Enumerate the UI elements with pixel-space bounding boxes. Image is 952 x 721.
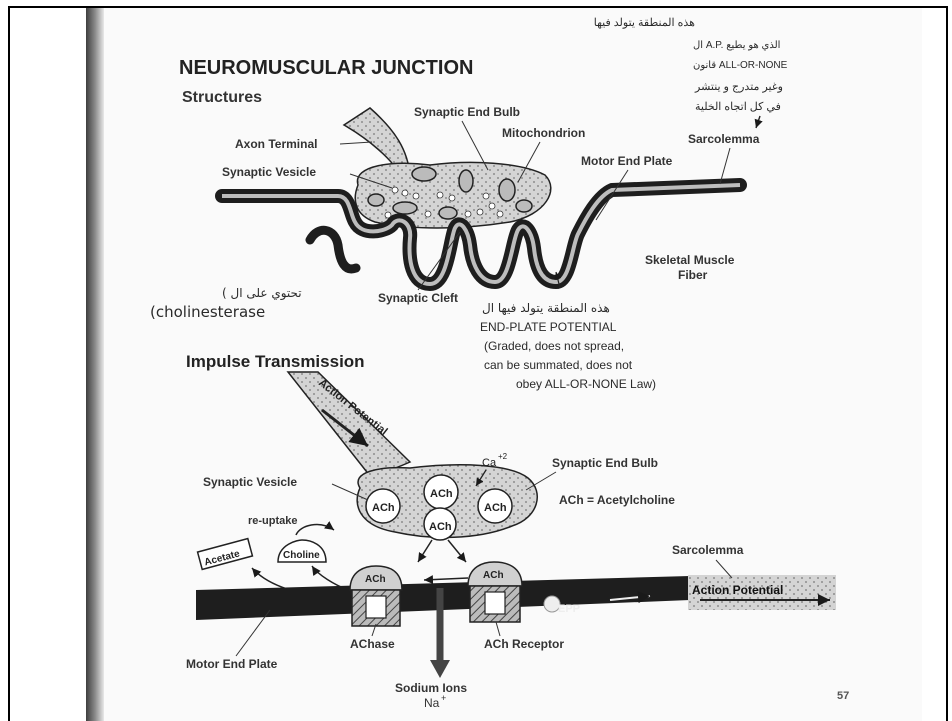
note-line: can be summated, does not [484, 358, 633, 372]
label-synaptic-end-bulb: Synaptic End Bulb [414, 105, 520, 119]
label-mitochondrion: Mitochondrion [502, 126, 585, 140]
label-ca: Ca [482, 457, 497, 469]
handwritten-epp-note: END-PLATE POTENTIAL (Graded, does not sp… [480, 320, 656, 391]
ach-label: ACh [484, 502, 507, 514]
label-axon-terminal: Axon Terminal [235, 137, 317, 151]
label-skeletal-muscle: Skeletal Muscle [645, 253, 735, 267]
note-line: ال A.P. الذي هو يطيع [693, 40, 780, 51]
label-impulse-synaptic-end-bulb: Synaptic End Bulb [552, 456, 658, 470]
handwritten-arabic-mid: هذه المنطقة يتولد فيها ال [482, 301, 610, 316]
impulse-heading: Impulse Transmission [186, 352, 365, 371]
ach-to-achase-arrow [424, 578, 468, 580]
ach-label: ACh [483, 570, 504, 581]
ach-label: ACh [429, 521, 452, 533]
handwritten-arabic-left: ( تحتوي على ال [222, 286, 302, 301]
page-title: NEUROMUSCULAR JUNCTION [179, 57, 473, 79]
note-line: قانون ALL-OR-NONE [693, 60, 788, 71]
mitochondrion [439, 207, 457, 219]
fold [310, 230, 356, 269]
mitochondrion [499, 179, 515, 201]
label-achase: AChase [350, 637, 395, 651]
ach-label: ACh [372, 502, 395, 514]
note-line: END-PLATE POTENTIAL [480, 320, 617, 334]
label-sodium-ions: Sodium Ions [395, 681, 467, 695]
label-epp: EPP [558, 603, 580, 615]
structures-heading: Structures [182, 89, 262, 106]
ach-label: ACh [430, 488, 453, 500]
reuptake-arrow [296, 525, 334, 535]
mitochondrion [393, 202, 417, 214]
note-line: هذه المنطقة يتولد فيها [594, 17, 695, 29]
label-motor-end-plate: Motor End Plate [581, 154, 673, 168]
axon [288, 372, 410, 476]
note-arrow [756, 116, 760, 128]
label-ca-sup: +2 [498, 452, 508, 461]
label-na: Na [424, 696, 440, 710]
label-fiber: Fiber [678, 268, 708, 282]
handwritten-cholinesterase: (cholinesterase [150, 303, 265, 321]
acetate-shape: Acetate [198, 539, 253, 570]
note-line: obey ALL-OR-NONE Law) [516, 377, 656, 391]
page-number: 57 [837, 690, 849, 702]
leader-line [340, 142, 372, 144]
label-na-sup: + [441, 693, 446, 703]
mitochondrion [516, 200, 532, 212]
mitochondrion [412, 167, 436, 181]
ach-release-arrow [448, 540, 466, 562]
label-synaptic-cleft: Synaptic Cleft [378, 291, 458, 305]
label-impulse-sarcolemma: Sarcolemma [672, 543, 744, 557]
label-ach-def: ACh = Acetylcholine [559, 493, 675, 507]
mitochondrion [459, 170, 473, 192]
leader-line [496, 622, 500, 636]
label-impulse-motor-end-plate: Motor End Plate [186, 657, 278, 671]
label-sarcolemma: Sarcolemma [688, 132, 760, 146]
label-reuptake: re-uptake [248, 515, 298, 527]
note-line: في كل اتجاه الخلية [695, 101, 781, 113]
label-action-potential-box: Action Potential [692, 583, 783, 597]
label-choline: Choline [283, 550, 320, 561]
note-line: وغير متدرج و ينتشر [694, 81, 783, 93]
label-impulse-synaptic-vesicle: Synaptic Vesicle [203, 475, 297, 489]
sodium-ion-arrowhead [430, 660, 450, 678]
handwritten-note-top: هذه المنطقة يتولد فيها ال A.P. الذي هو ي… [594, 17, 788, 113]
label-synaptic-vesicle: Synaptic Vesicle [222, 165, 316, 179]
note-line: (Graded, does not spread, [484, 339, 624, 353]
mitochondrion [368, 194, 384, 206]
ach-label: ACh [365, 574, 386, 585]
label-ach-receptor: ACh Receptor [484, 637, 564, 651]
ach-release-arrow [418, 540, 432, 562]
